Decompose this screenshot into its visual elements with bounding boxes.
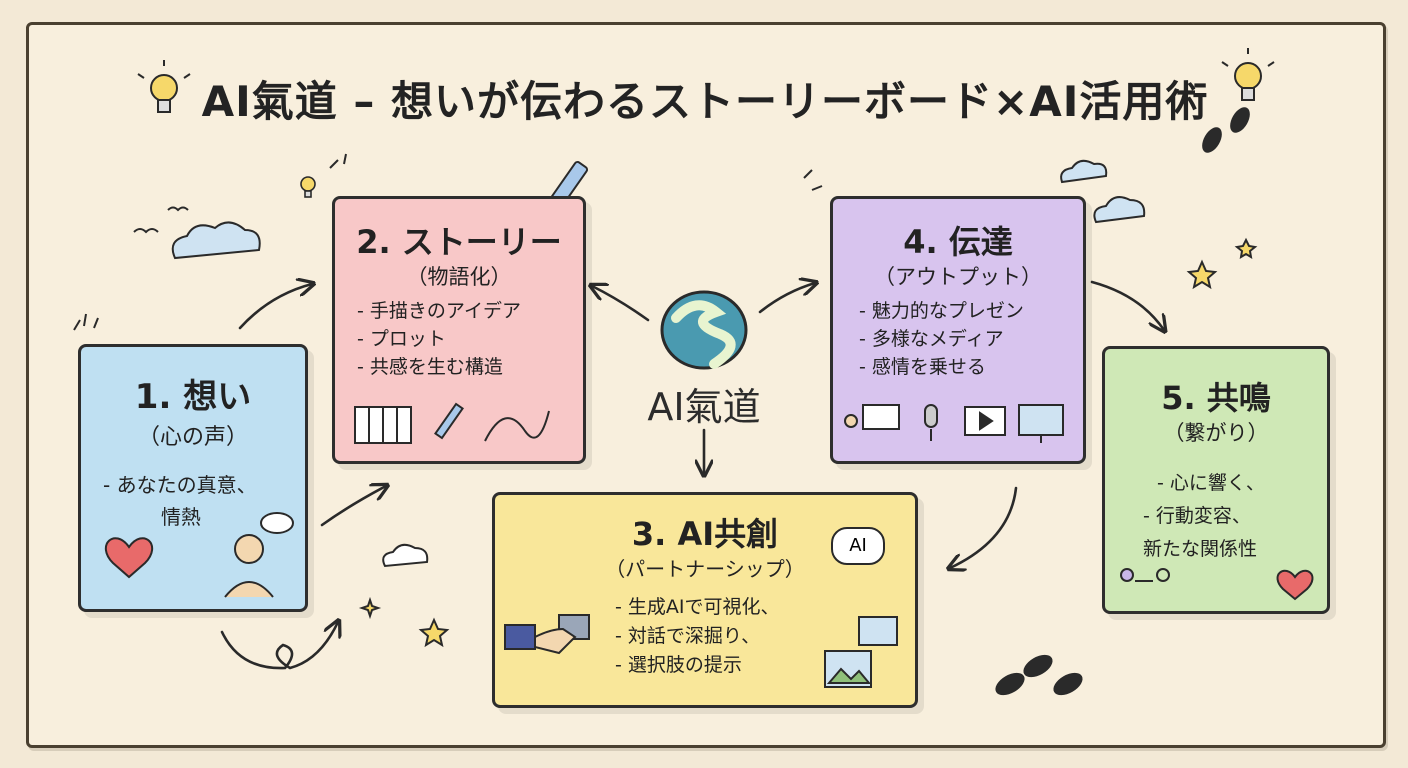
- monitor-icon: [1018, 404, 1064, 443]
- list-item: - プロット: [357, 328, 446, 350]
- step-subtitle: （繋がり）: [1163, 421, 1269, 445]
- card-3-icons: [504, 614, 898, 688]
- people-exchange-icon: [1120, 568, 1170, 582]
- lightbulb-icon: [137, 60, 191, 113]
- loop-arrow: [220, 622, 338, 670]
- arrow-4-to-3: [950, 486, 1018, 568]
- step-subtitle: （アウトプット）: [874, 265, 1042, 289]
- step-title: 1. 想い: [134, 377, 252, 417]
- lightbulb-icon: [1221, 48, 1275, 101]
- step-subtitle: （心の声）: [137, 425, 248, 450]
- arrow-center-to-4: [758, 283, 815, 314]
- list-item: - 感情を乗せる: [859, 356, 986, 378]
- cloud-icon: [1093, 196, 1146, 224]
- card-4-icons: [844, 404, 1064, 443]
- step-title: 3. AI共創: [631, 515, 779, 553]
- step-card-5: 5. 共鳴 （繋がり） - 心に響く、 - 行動変容、 新たな関係性: [1102, 346, 1330, 614]
- cloud-icon: [171, 221, 261, 260]
- bird-icon: [133, 206, 189, 234]
- list-item: 情熱: [161, 505, 201, 529]
- list-item: - 多様なメディア: [859, 328, 1004, 350]
- cloud-icon: [1060, 159, 1108, 184]
- step-items: - あなたの真意、 情熱: [103, 469, 257, 533]
- step-card-1: 1. 想い （心の声） - あなたの真意、 情熱: [78, 344, 308, 612]
- step-title: 5. 共鳴: [1161, 379, 1271, 417]
- step-subtitle: （パートナーシップ）: [605, 557, 805, 581]
- step-title: 4. 伝達: [903, 223, 1013, 261]
- cloud-icon: [382, 543, 429, 568]
- step-items: - 手描きのアイデア - プロット - 共感を生む構造: [357, 297, 521, 381]
- star-icon: [358, 237, 1258, 648]
- list-item: - 魅力的なプレゼン: [859, 300, 1024, 322]
- thinking-person-icon: [224, 512, 294, 598]
- list-item: - 共感を生む構造: [357, 356, 503, 378]
- list-item: - 生成AIで可視化、: [615, 596, 780, 618]
- step-subtitle: （物語化）: [406, 265, 512, 289]
- step-title: 2. ストーリー: [356, 223, 562, 261]
- card-1-icons: [105, 512, 294, 598]
- ai-chat-bubble-icon: AI: [831, 527, 885, 565]
- card-2-icons: [354, 402, 550, 444]
- presenter-icon: [844, 404, 900, 430]
- arrow-1-to-3: [320, 486, 386, 527]
- heart-icon: [105, 537, 153, 579]
- step-items: - 心に響く、 - 行動変容、 新たな関係性: [1143, 467, 1265, 566]
- step-card-4: 4. 伝達 （アウトプット） - 魅力的なプレゼン - 多様なメディア - 感情…: [830, 196, 1086, 464]
- list-item: 新たな関係性: [1143, 538, 1258, 560]
- step-card-3: 3. AI共創 （パートナーシップ） - 生成AIで可視化、 - 対話で深掘り、…: [492, 492, 918, 708]
- curve-graph-icon: [484, 410, 550, 442]
- step-items: - 魅力的なプレゼン - 多様なメディア - 感情を乗せる: [859, 297, 1024, 381]
- handshake-icon: [504, 614, 590, 655]
- pen-icon: [434, 402, 464, 440]
- page-title: AI氣道 – 想いが伝わるストーリーボード×AI活用術: [201, 77, 1209, 126]
- lightbulb-icon: [300, 176, 316, 198]
- step-card-2: 2. ストーリー （物語化） - 手描きのアイデア - プロット - 共感を生む…: [332, 196, 586, 464]
- list-item: - 手描きのアイデア: [357, 300, 521, 322]
- heart-icon: [1276, 569, 1314, 601]
- list-item: - 心に響く、: [1157, 472, 1265, 494]
- image-icon: [824, 616, 898, 688]
- step-items: - 生成AIで可視化、 - 対話で深掘り、 - 選択肢の提示: [615, 593, 780, 680]
- list-item: - 対話で深掘り、: [615, 625, 761, 647]
- arrow-1-to-2: [238, 284, 312, 330]
- video-icon: [964, 406, 1006, 436]
- storyboard-icon: [354, 406, 412, 444]
- arrow-center-to-2: [592, 286, 650, 322]
- arrow-4-to-5: [1090, 280, 1164, 330]
- center-label: AI氣道: [647, 385, 761, 429]
- footprints-icon: [995, 107, 1250, 696]
- list-item: - 選択肢の提示: [615, 654, 742, 676]
- list-item: - 行動変容、: [1143, 505, 1251, 527]
- list-item: - あなたの真意、: [103, 473, 257, 497]
- microphone-icon: [924, 404, 938, 441]
- card-5-icons: [1120, 568, 1314, 601]
